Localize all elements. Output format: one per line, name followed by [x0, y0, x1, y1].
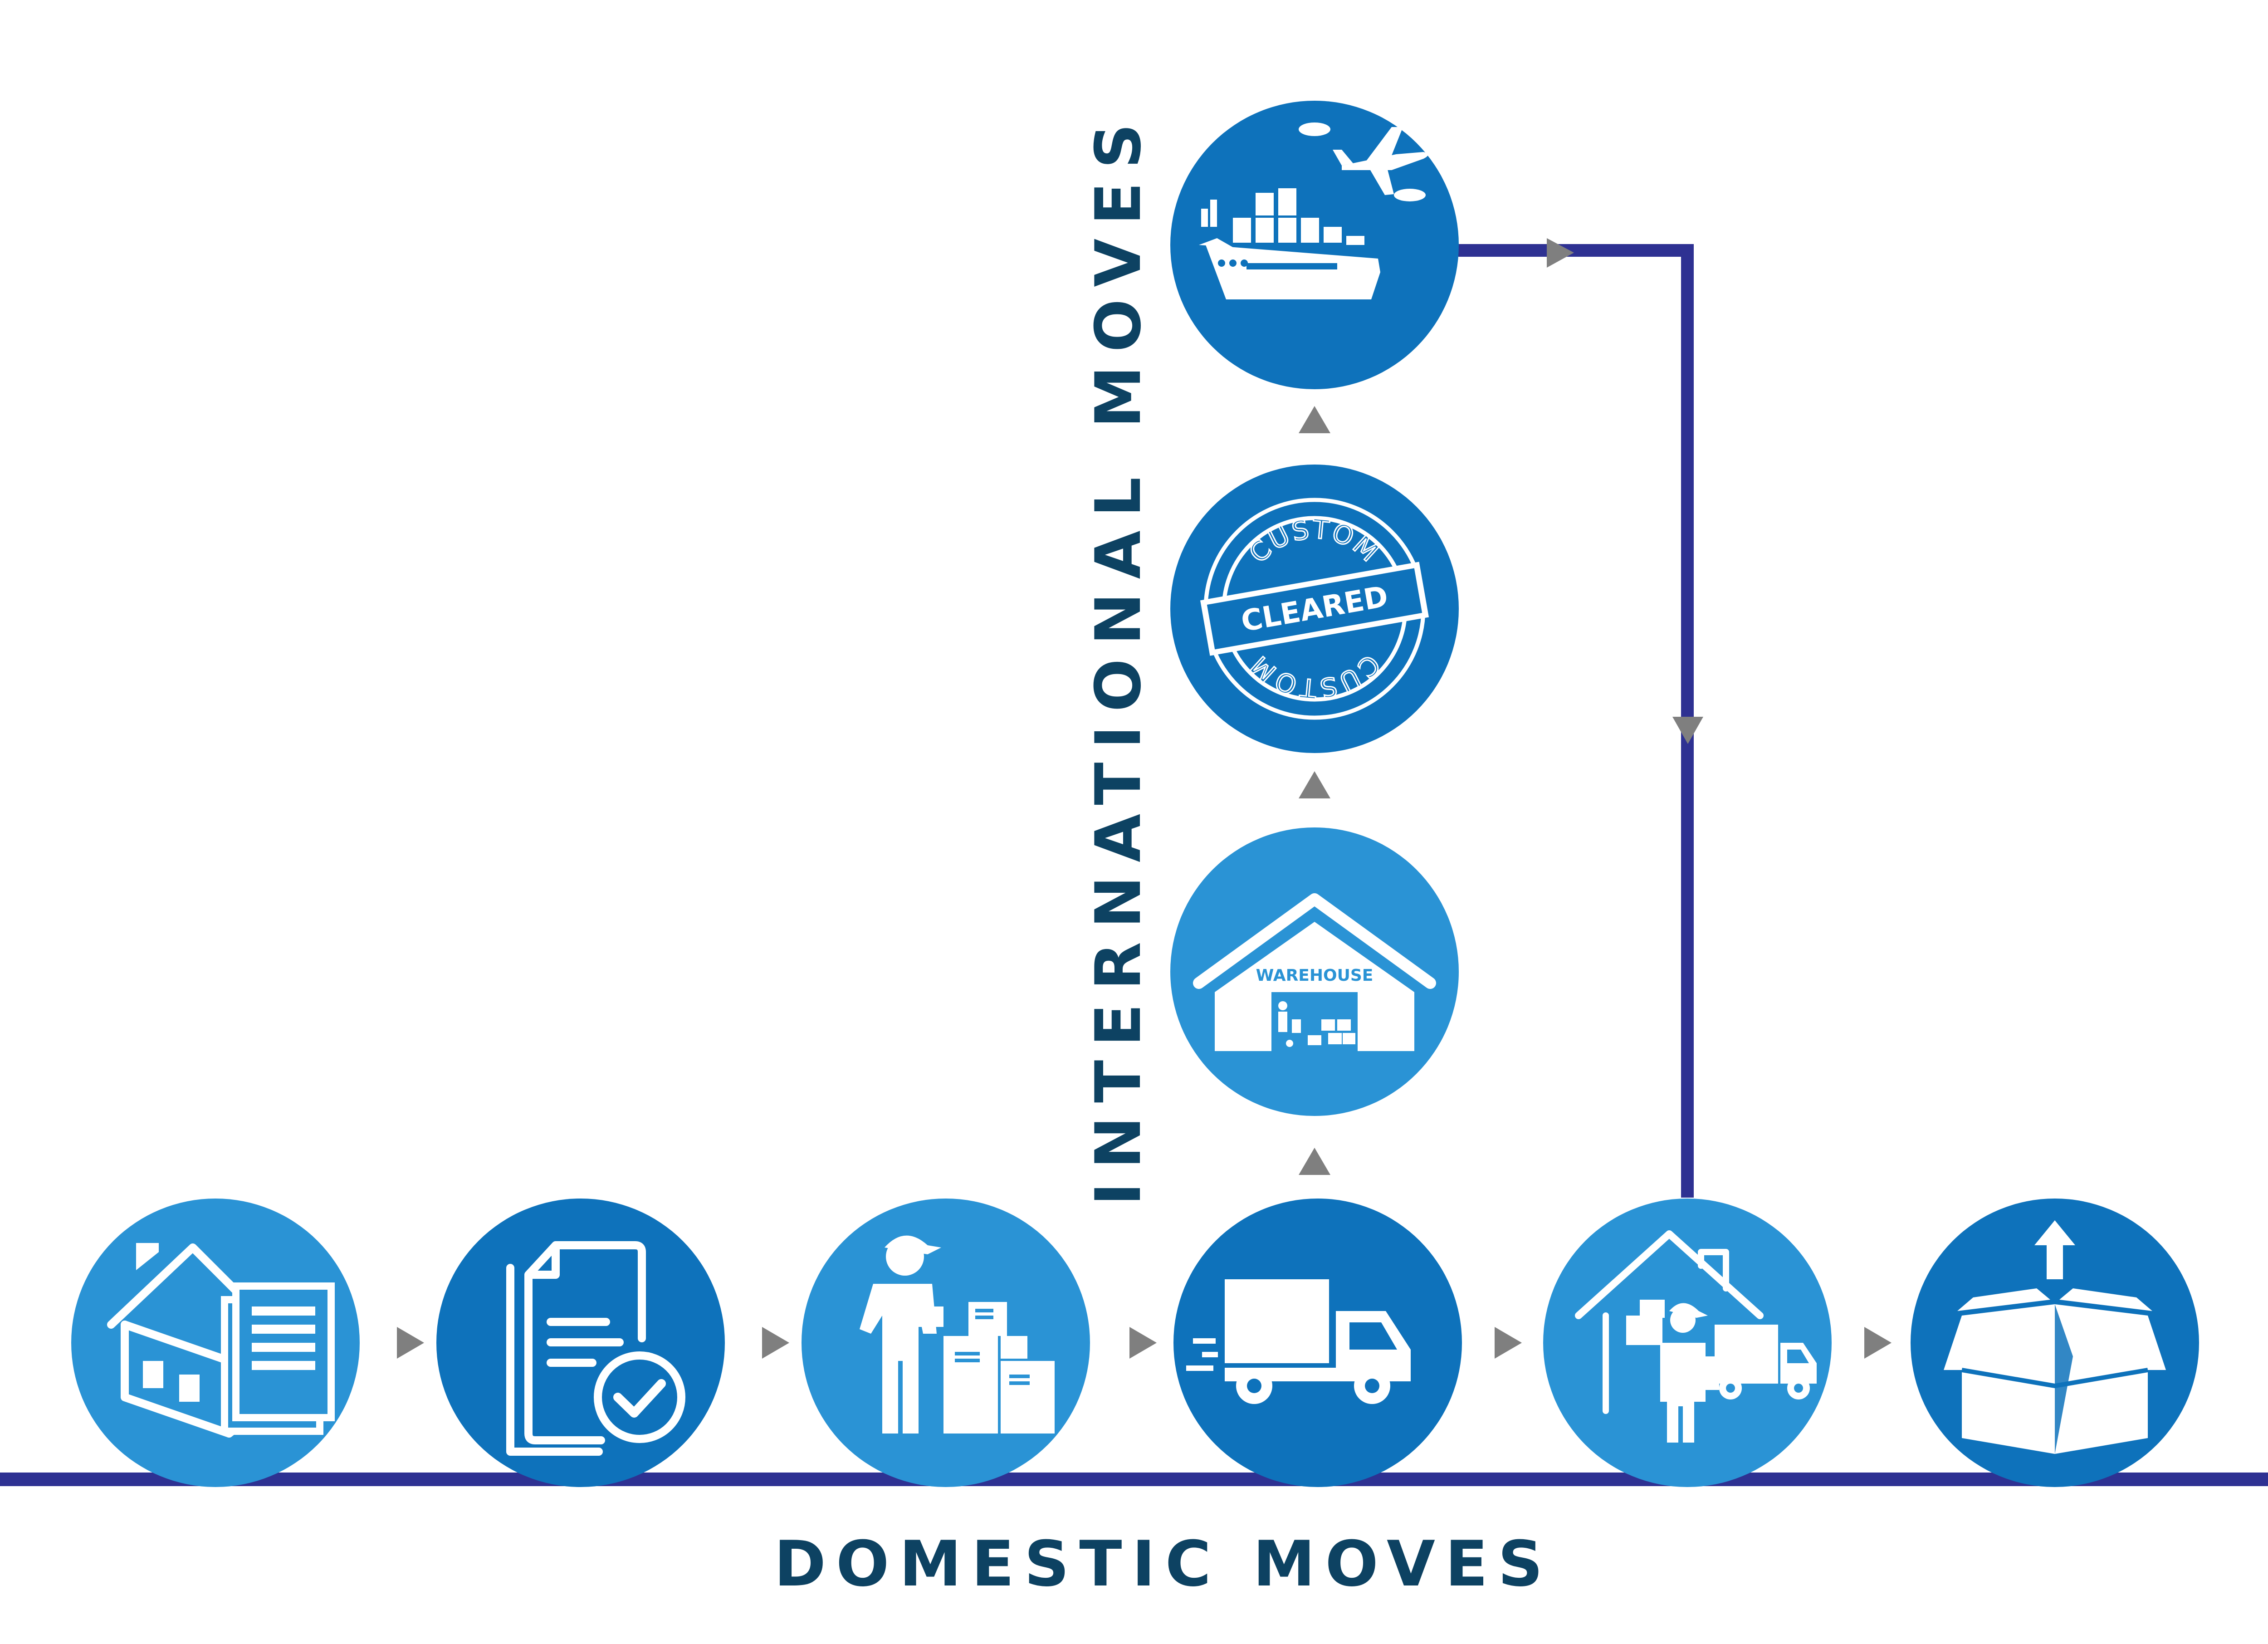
arrow-right-2 — [762, 1327, 789, 1359]
step-unpacking-box — [1911, 1199, 2199, 1487]
international-route-line — [1458, 244, 1694, 1198]
house-documents-icon — [107, 1243, 335, 1438]
ship-plane-freight-icon — [1199, 122, 1437, 299]
arrow-right-4 — [1495, 1327, 1522, 1359]
domestic-moves-label: DOMESTIC MOVES — [774, 1527, 1553, 1600]
arrow-right-5 — [1864, 1327, 1892, 1359]
arrow-right-3 — [1129, 1327, 1157, 1359]
moving-truck-icon — [1186, 1279, 1411, 1404]
flow-arrows — [397, 238, 1892, 1359]
home-delivery-icon — [1575, 1230, 1817, 1443]
arrow-route-down — [1672, 717, 1703, 744]
arrow-right-1 — [397, 1327, 424, 1359]
mover-boxes-icon — [860, 1235, 1055, 1434]
step-warehouse: WAREHOUSE — [1170, 827, 1459, 1116]
international-moves-label: INTERNATIONAL MOVES — [1082, 110, 1155, 1206]
step-approved-document — [436, 1199, 725, 1487]
arrow-up-1 — [1299, 1148, 1330, 1175]
domestic-line — [0, 1473, 2268, 1486]
step-mover-boxes — [802, 1199, 1090, 1487]
step-ship-plane-freight — [1170, 101, 1459, 389]
step-house-documents — [71, 1199, 360, 1487]
step-custom-cleared: CUSTOM CUSTOM CLEARED — [1170, 465, 1459, 753]
step-home-delivery — [1543, 1199, 1832, 1487]
arrow-route-right — [1547, 238, 1574, 268]
step-moving-truck — [1173, 1199, 1462, 1487]
warehouse-sign: WAREHOUSE — [1256, 966, 1374, 985]
warehouse-icon: WAREHOUSE — [1193, 893, 1436, 1051]
arrow-up-2 — [1299, 771, 1330, 798]
approved-document-icon — [506, 1241, 685, 1456]
arrow-up-3 — [1299, 406, 1330, 433]
custom-cleared-stamp-icon: CUSTOM CUSTOM CLEARED — [1200, 498, 1429, 720]
unpacking-box-icon — [1944, 1220, 2166, 1454]
